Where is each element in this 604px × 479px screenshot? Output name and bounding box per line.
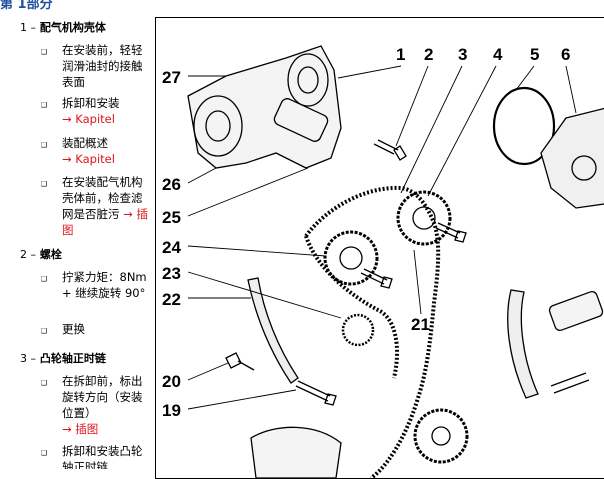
legend-item: 在安装前，轻轻润滑油封的接触表面 xyxy=(62,42,150,90)
item-text: 拆卸和安装 xyxy=(62,96,120,110)
exhaust-sprocket xyxy=(396,190,452,246)
camshaft-timing-chain xyxy=(304,185,441,478)
bullet-icon: ❑ xyxy=(41,99,48,110)
leader-lines xyxy=(187,65,577,410)
crank-sprocket xyxy=(413,408,469,464)
housing-bore-right-inner xyxy=(297,66,319,94)
lower-housing xyxy=(250,426,342,478)
illustration-link[interactable]: → 插图 xyxy=(62,207,148,237)
callout-21: 21 xyxy=(411,315,430,334)
kapitel-link[interactable]: → Kapitel xyxy=(62,112,115,126)
item-text: 在安装配气机构壳体前，检查滤网是否脏污 xyxy=(62,175,143,221)
callout-4: 4 xyxy=(493,45,503,64)
item-text: 拧紧力矩：8Nm + 继续旋转 90° xyxy=(62,270,147,300)
callout-19: 19 xyxy=(162,401,181,420)
section-2-title: 2 – 螺栓 xyxy=(20,246,62,262)
kapitel-link[interactable]: → Kapitel xyxy=(62,152,115,166)
item-text: 更换 xyxy=(62,322,85,336)
exhaust-sprocket-bolt xyxy=(435,222,467,243)
bullet-icon: ❑ xyxy=(41,325,48,336)
callout-22: 22 xyxy=(162,290,181,309)
legend-item: 拆卸和安装凸轮轴正时链 xyxy=(62,443,150,469)
section-number: 2 – xyxy=(20,248,36,261)
section-label: 配气机构壳体 xyxy=(39,21,106,34)
guide-rail-right xyxy=(507,289,539,399)
item-text: 拆卸和安装凸轮轴正时链 xyxy=(62,444,143,469)
bolt-2 xyxy=(373,139,407,161)
adjuster-hub xyxy=(571,155,597,181)
item-text: 在安装前，轻轻润滑油封的接触表面 xyxy=(62,43,143,89)
bullet-icon: ❑ xyxy=(41,447,48,458)
callout-27: 27 xyxy=(162,68,181,87)
intake-sprocket-hub xyxy=(339,246,363,270)
callout-20: 20 xyxy=(162,372,181,391)
valve-gear-housing xyxy=(187,45,342,169)
section-1-title: 1 – 配气机构壳体 xyxy=(20,19,106,35)
camshaft-adjuster xyxy=(540,107,604,209)
bullet-icon: ❑ xyxy=(41,178,48,189)
bolt-20 xyxy=(225,352,255,371)
item-text: 在拆卸前，标出旋转方向（安装位置） xyxy=(62,374,143,420)
intake-sprocket xyxy=(323,230,379,286)
section-number: 1 – xyxy=(20,21,36,34)
illustration-link[interactable]: → 插图 xyxy=(62,422,99,436)
legend-item: 拆卸和安装 → Kapitel xyxy=(62,95,150,127)
exhaust-sprocket-hub xyxy=(412,206,436,230)
item-text: 装配概述 xyxy=(62,136,108,150)
legend-item: 在安装配气机构壳体前，检查滤网是否脏污 → 插图 xyxy=(62,174,150,238)
bullet-icon: ❑ xyxy=(41,377,48,388)
legend-panel: 第 1部分 1 – 配气机构壳体 ❑ 在安装前，轻轻润滑油封的接触表面 ❑ 拆卸… xyxy=(0,0,152,469)
crank-sprocket-hub xyxy=(431,426,451,446)
legend-item: 更换 xyxy=(62,321,150,337)
pin-right xyxy=(550,372,590,394)
page-heading: 第 1部分 xyxy=(0,0,53,12)
callout-2: 2 xyxy=(424,45,433,64)
housing-bore-left xyxy=(193,95,243,157)
tensioner-rail-left xyxy=(247,277,299,384)
housing-actuator xyxy=(273,98,329,142)
intake-sprocket-bolt xyxy=(360,268,393,289)
callout-3: 3 xyxy=(458,45,467,64)
callout-1: 1 xyxy=(396,45,405,64)
callout-24: 24 xyxy=(162,238,181,257)
section-label: 凸轮轴正时链 xyxy=(39,352,106,365)
callout-5: 5 xyxy=(530,45,539,64)
housing-bore-left-inner xyxy=(205,110,231,142)
legend-item: 在拆卸前，标出旋转方向（安装位置） → 插图 xyxy=(62,373,150,437)
section-3-title: 3 – 凸轮轴正时链 xyxy=(20,350,106,366)
bullet-icon: ❑ xyxy=(41,139,48,150)
callout-25: 25 xyxy=(162,208,181,227)
bullet-icon: ❑ xyxy=(41,46,48,57)
small-sprocket xyxy=(341,313,375,347)
chain-tensioner xyxy=(548,290,604,332)
legend-item: 拧紧力矩：8Nm + 继续旋转 90° xyxy=(62,269,150,301)
legend-item: 装配概述 → Kapitel xyxy=(62,135,150,167)
callout-26: 26 xyxy=(162,175,181,194)
section-number: 3 – xyxy=(20,352,36,365)
housing-bore-right xyxy=(287,53,329,107)
callout-6: 6 xyxy=(561,45,570,64)
section-label: 螺栓 xyxy=(39,248,62,261)
bolt-19 xyxy=(295,380,337,406)
callout-23: 23 xyxy=(162,264,181,283)
seal-ring xyxy=(492,86,556,166)
bullet-icon: ❑ xyxy=(41,273,48,284)
